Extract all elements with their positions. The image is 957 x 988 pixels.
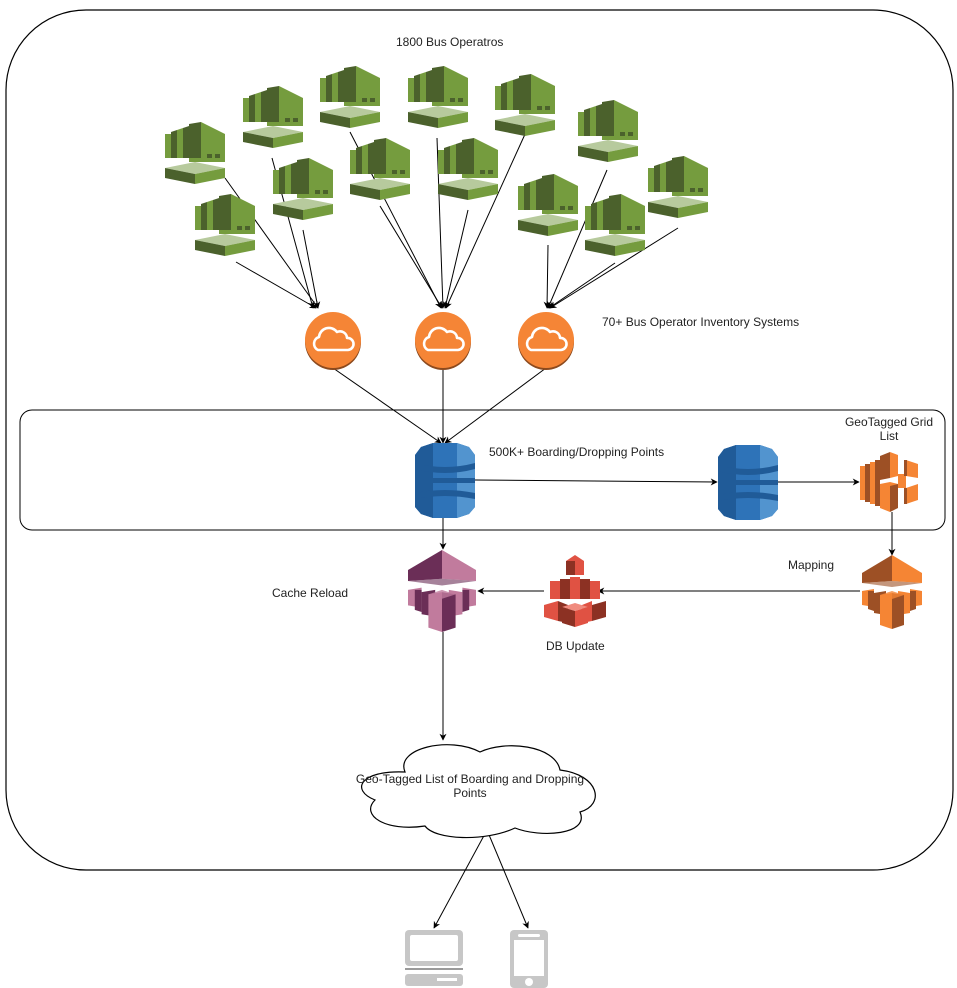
edge-inv1-to-db_main — [332, 367, 442, 444]
inventory-system-cloud-icon — [518, 312, 574, 370]
geotagged-grid-database-icon — [718, 445, 778, 520]
mapping-label: Mapping — [788, 558, 834, 572]
cache-reload-icon — [408, 550, 476, 632]
edge-out_cloud-to-mobile — [486, 829, 529, 929]
bus-operator-icon — [273, 158, 333, 220]
geotagged-grid-label-line2: List — [880, 429, 899, 443]
edge-op10-to-inv3 — [547, 169, 608, 309]
edge-inv3-to-db_main — [444, 367, 547, 444]
edge-op8-to-inv2 — [443, 209, 469, 309]
mapping-stream-icon — [862, 555, 922, 629]
output-cloud-label-line2: Points — [453, 786, 486, 800]
bus-operator-icon — [408, 66, 468, 128]
bus-operator-icon — [495, 74, 555, 136]
inventory-system-cloud-icon — [415, 312, 471, 370]
inventory-system-cloud-icon — [305, 312, 361, 370]
edge-op7-to-inv2 — [379, 205, 443, 309]
edge-op4-to-inv1 — [302, 229, 321, 309]
edge-op12-to-inv3 — [548, 262, 616, 309]
edge-op11-to-inv3 — [543, 244, 551, 309]
bus-operator-icon — [518, 174, 578, 236]
bus-operator-icon — [165, 122, 225, 184]
bus-operators-label: 1800 Bus Operatros — [396, 35, 503, 49]
edge-op9-to-inv2 — [445, 131, 527, 309]
outer-system-boundary — [5, 9, 954, 871]
db-update-icon — [544, 555, 606, 627]
edge-op13-to-inv3 — [549, 227, 679, 309]
bus-operator-icon — [320, 66, 380, 128]
edge-db_main-to-db_grid — [474, 478, 718, 486]
output-cloud-label-line1: Geo-Tagged List of Boarding and Dropping — [356, 772, 584, 786]
bus-operator-icon — [585, 194, 645, 256]
nodes-layer — [165, 66, 922, 988]
geo-tagged-list-cloud — [361, 744, 596, 839]
mobile-phone-icon — [510, 930, 548, 988]
desktop-computer-icon — [405, 930, 463, 986]
boarding-points-database-icon — [415, 443, 475, 518]
geotagged-grid-label-line1: GeoTagged Grid — [845, 415, 933, 429]
edge-op3-to-inv1 — [235, 261, 317, 309]
bus-operator-icon — [350, 138, 410, 200]
data-store-group-boundary — [19, 409, 946, 531]
edge-out_cloud-to-desktop — [433, 829, 488, 929]
geotagged-grid-processing-icon — [860, 452, 918, 512]
bus-operator-icon — [578, 100, 638, 162]
inventory-systems-label: 70+ Bus Operator Inventory Systems — [602, 315, 799, 329]
bus-operator-icon — [438, 138, 498, 200]
cache-reload-label: Cache Reload — [272, 586, 348, 600]
bus-operator-icon — [195, 194, 255, 256]
db-update-label: DB Update — [546, 639, 605, 653]
bus-operator-icon — [648, 156, 708, 218]
bus-operator-icon — [243, 86, 303, 148]
boarding-points-label: 500K+ Boarding/Dropping Points — [489, 445, 664, 459]
